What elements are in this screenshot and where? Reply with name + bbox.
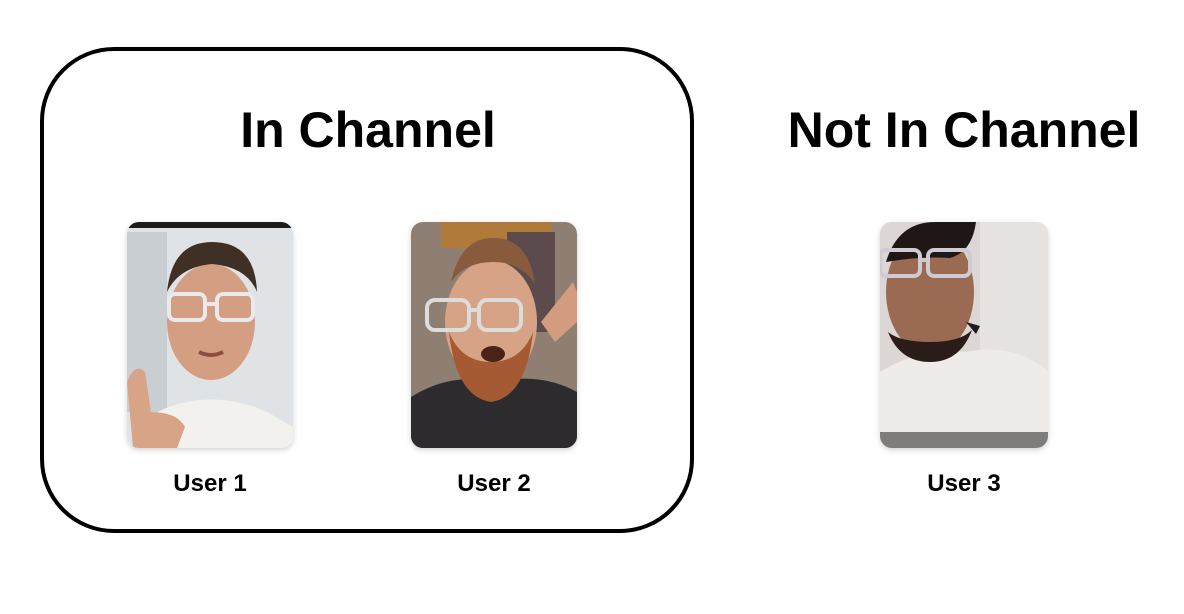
user-2-portrait-image <box>411 222 577 448</box>
user-card-1[interactable]: User 1 <box>127 222 293 498</box>
in-channel-group-box <box>40 47 694 533</box>
user-2-video-thumbnail[interactable] <box>411 222 577 448</box>
user-1-video-thumbnail[interactable] <box>127 222 293 448</box>
user-1-name-label: User 1 <box>173 470 247 497</box>
user-3-video-thumbnail[interactable] <box>880 222 1048 448</box>
in-channel-title: In Channel <box>240 102 496 158</box>
user-3-portrait-image <box>880 222 1048 448</box>
user-2-name-label: User 2 <box>457 470 531 497</box>
user-1-portrait-image <box>127 222 293 448</box>
user-3-name-label: User 3 <box>927 470 1001 497</box>
user-card-3[interactable]: User 3 <box>880 222 1048 498</box>
not-in-channel-title: Not In Channel <box>787 102 1141 158</box>
user-card-2[interactable]: User 2 <box>411 222 577 498</box>
